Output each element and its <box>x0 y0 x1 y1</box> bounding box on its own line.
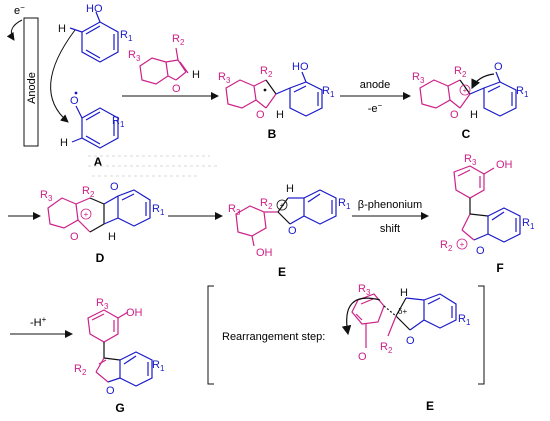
svg-text:HO: HO <box>86 3 103 15</box>
dashed-reflection <box>88 155 220 177</box>
svg-text:-e−: -e− <box>368 101 383 115</box>
svg-text:R3: R3 <box>96 297 109 311</box>
svg-text:O: O <box>288 225 297 237</box>
svg-text:R2: R2 <box>82 185 95 199</box>
compound-label-F: F <box>496 261 503 275</box>
electron-release: e− <box>6 3 25 41</box>
svg-text:δ+: δ+ <box>398 307 407 316</box>
intermediate-c <box>419 71 517 117</box>
svg-text:H: H <box>192 69 200 81</box>
svg-text:+: + <box>463 86 468 95</box>
svg-text:+: + <box>84 210 89 219</box>
svg-text:O: O <box>476 245 485 257</box>
svg-text:O: O <box>406 335 415 347</box>
svg-text:O: O <box>70 231 79 243</box>
compound-label-D: D <box>96 251 105 265</box>
rearrangement-transition-state <box>341 293 457 348</box>
svg-text:H: H <box>276 109 284 121</box>
svg-text:R1: R1 <box>338 197 351 211</box>
rearrangement-label: Rearrangement step: <box>222 331 325 343</box>
svg-text:+: + <box>460 240 465 249</box>
svg-text:OH: OH <box>126 307 143 319</box>
svg-text:R1: R1 <box>458 313 471 327</box>
svg-text:R2: R2 <box>260 65 273 79</box>
svg-text:R3: R3 <box>358 283 371 297</box>
svg-text:H: H <box>60 137 68 149</box>
svg-text:R3: R3 <box>40 189 53 203</box>
svg-text:R1: R1 <box>152 359 165 373</box>
svg-text:H: H <box>58 23 66 35</box>
svg-text:O: O <box>450 109 459 121</box>
svg-text:R3: R3 <box>218 71 231 85</box>
svg-text:R3: R3 <box>412 71 425 85</box>
svg-text:OH: OH <box>496 159 513 171</box>
phenoxy-radical <box>71 105 119 149</box>
anode-label: Anode <box>26 72 38 104</box>
svg-text:R2: R2 <box>172 33 185 47</box>
compound-label-C: C <box>462 127 471 141</box>
phenol-molecule <box>69 11 119 63</box>
svg-text:R2: R2 <box>440 239 453 253</box>
svg-text:R1: R1 <box>120 29 133 43</box>
compound-label-G: G <box>115 401 124 415</box>
svg-text:O: O <box>70 95 79 107</box>
svg-text:-H+: -H+ <box>30 315 47 329</box>
svg-text:O: O <box>256 109 265 121</box>
oxidation-curved-arrow <box>50 29 76 123</box>
svg-text:O: O <box>106 385 115 397</box>
product-g <box>87 309 153 387</box>
intermediate-e <box>235 189 337 247</box>
compound-label-E-ts: E <box>426 399 434 413</box>
svg-text:R1: R1 <box>152 203 165 217</box>
svg-text:O: O <box>494 61 503 73</box>
svg-text:OH: OH <box>256 247 273 259</box>
rearrangement-bracket <box>207 285 485 385</box>
svg-text:O: O <box>358 351 367 363</box>
intermediate-b <box>225 71 323 117</box>
svg-text:shift: shift <box>380 223 400 235</box>
svg-text:O: O <box>110 181 119 193</box>
intermediate-d <box>47 189 151 233</box>
svg-text:H: H <box>470 109 478 121</box>
svg-text:e−: e− <box>14 3 25 17</box>
benzofuran-reagent <box>139 47 189 85</box>
svg-text:R2: R2 <box>74 363 87 377</box>
svg-text:H: H <box>108 231 116 243</box>
anode-condition: anode <box>360 79 391 91</box>
svg-text:R2: R2 <box>380 341 393 355</box>
svg-text:R1: R1 <box>112 115 125 129</box>
compound-label-E: E <box>278 265 286 279</box>
svg-text:R1: R1 <box>322 85 335 99</box>
svg-text:R1: R1 <box>516 85 529 99</box>
svg-text:R2: R2 <box>260 197 273 211</box>
svg-text:R3: R3 <box>228 203 241 217</box>
compound-label-A: A <box>94 155 103 169</box>
svg-text:R1: R1 <box>522 217 535 231</box>
svg-text:R3: R3 <box>128 49 141 63</box>
svg-text:HO: HO <box>292 61 309 73</box>
compound-label-B: B <box>268 127 277 141</box>
svg-text:+: + <box>280 201 285 210</box>
intermediate-f <box>453 165 521 243</box>
svg-text:R2: R2 <box>454 65 467 79</box>
svg-text:O: O <box>172 83 181 95</box>
svg-text:R3: R3 <box>464 153 477 167</box>
svg-text:H: H <box>286 183 294 195</box>
anode-electrode: Anode <box>23 17 39 147</box>
beta-shift-label: β-phenonium <box>358 199 422 211</box>
svg-text:H: H <box>400 287 408 299</box>
